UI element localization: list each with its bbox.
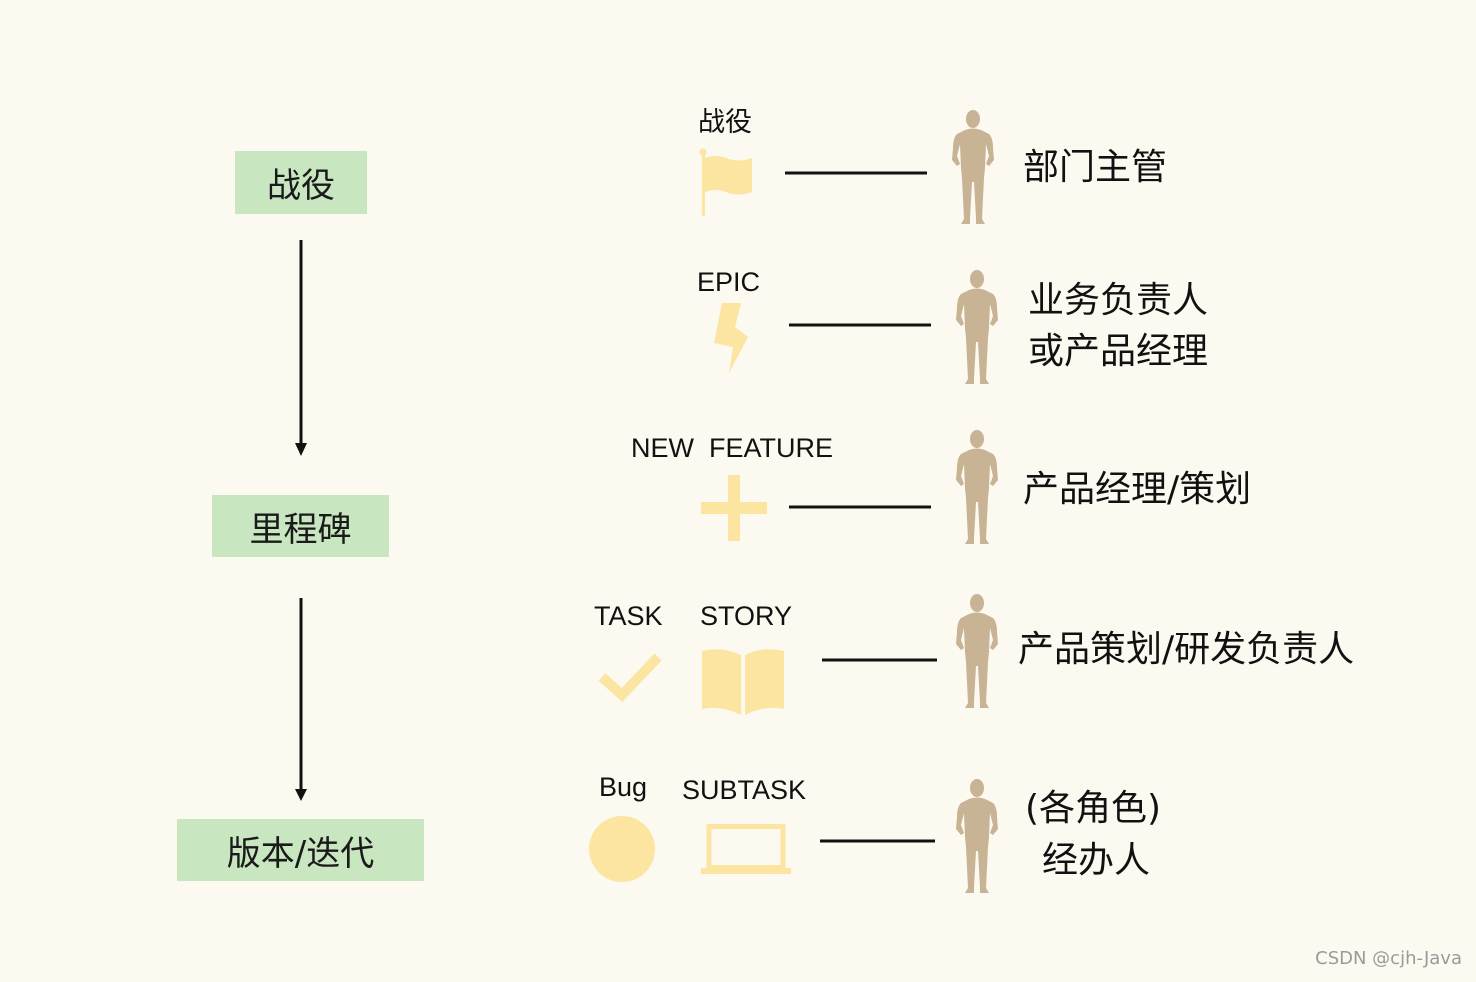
flag-icon bbox=[699, 148, 752, 216]
plus-icon bbox=[701, 475, 767, 541]
person-icon bbox=[952, 777, 1002, 894]
flow-step-release: 版本/迭代 bbox=[177, 819, 424, 881]
role-text: 部门主管 bbox=[1023, 147, 1168, 188]
type-label-story: STORY bbox=[700, 601, 793, 631]
flow-step-milestone: 里程碑 bbox=[212, 495, 389, 557]
watermark-text: CSDN @cjh-Java bbox=[1315, 948, 1462, 969]
type-label-task: TASK bbox=[594, 601, 663, 631]
lightning-icon bbox=[714, 303, 748, 373]
type-label-epic: EPIC bbox=[697, 267, 761, 297]
type-label-new-feature: NEW FEATURE bbox=[631, 433, 833, 463]
flow-step-label: 战役 bbox=[267, 166, 335, 206]
type-label-subtask: SUBTASK bbox=[682, 775, 807, 805]
person-icon bbox=[948, 108, 998, 225]
person-icon bbox=[952, 428, 1002, 545]
laptop-icon bbox=[701, 824, 791, 874]
role-text: 产品经理/策划 bbox=[1023, 469, 1252, 510]
role-text-line-2: 经办人 bbox=[1042, 840, 1151, 881]
flow-step-label: 版本/迭代 bbox=[226, 833, 375, 874]
role-text: 产品策划/研发负责人 bbox=[1018, 629, 1355, 670]
book-icon bbox=[702, 649, 784, 715]
person-icon bbox=[952, 268, 1002, 385]
role-text-line-1: (各角色) bbox=[1025, 788, 1162, 829]
type-label-campaign: 战役 bbox=[698, 107, 752, 138]
flow-arrow-2 bbox=[295, 598, 307, 801]
person-icon bbox=[952, 592, 1002, 709]
type-label-bug: Bug bbox=[599, 772, 648, 802]
role-text-line-1: 业务负责人 bbox=[1028, 280, 1209, 321]
circle-icon bbox=[589, 816, 655, 882]
checkmark-icon bbox=[598, 653, 662, 702]
flow-step-label: 里程碑 bbox=[249, 509, 352, 550]
role-text-line-2: 或产品经理 bbox=[1028, 331, 1209, 372]
flow-arrow-1 bbox=[295, 240, 307, 456]
flow-step-campaign: 战役 bbox=[235, 151, 367, 214]
